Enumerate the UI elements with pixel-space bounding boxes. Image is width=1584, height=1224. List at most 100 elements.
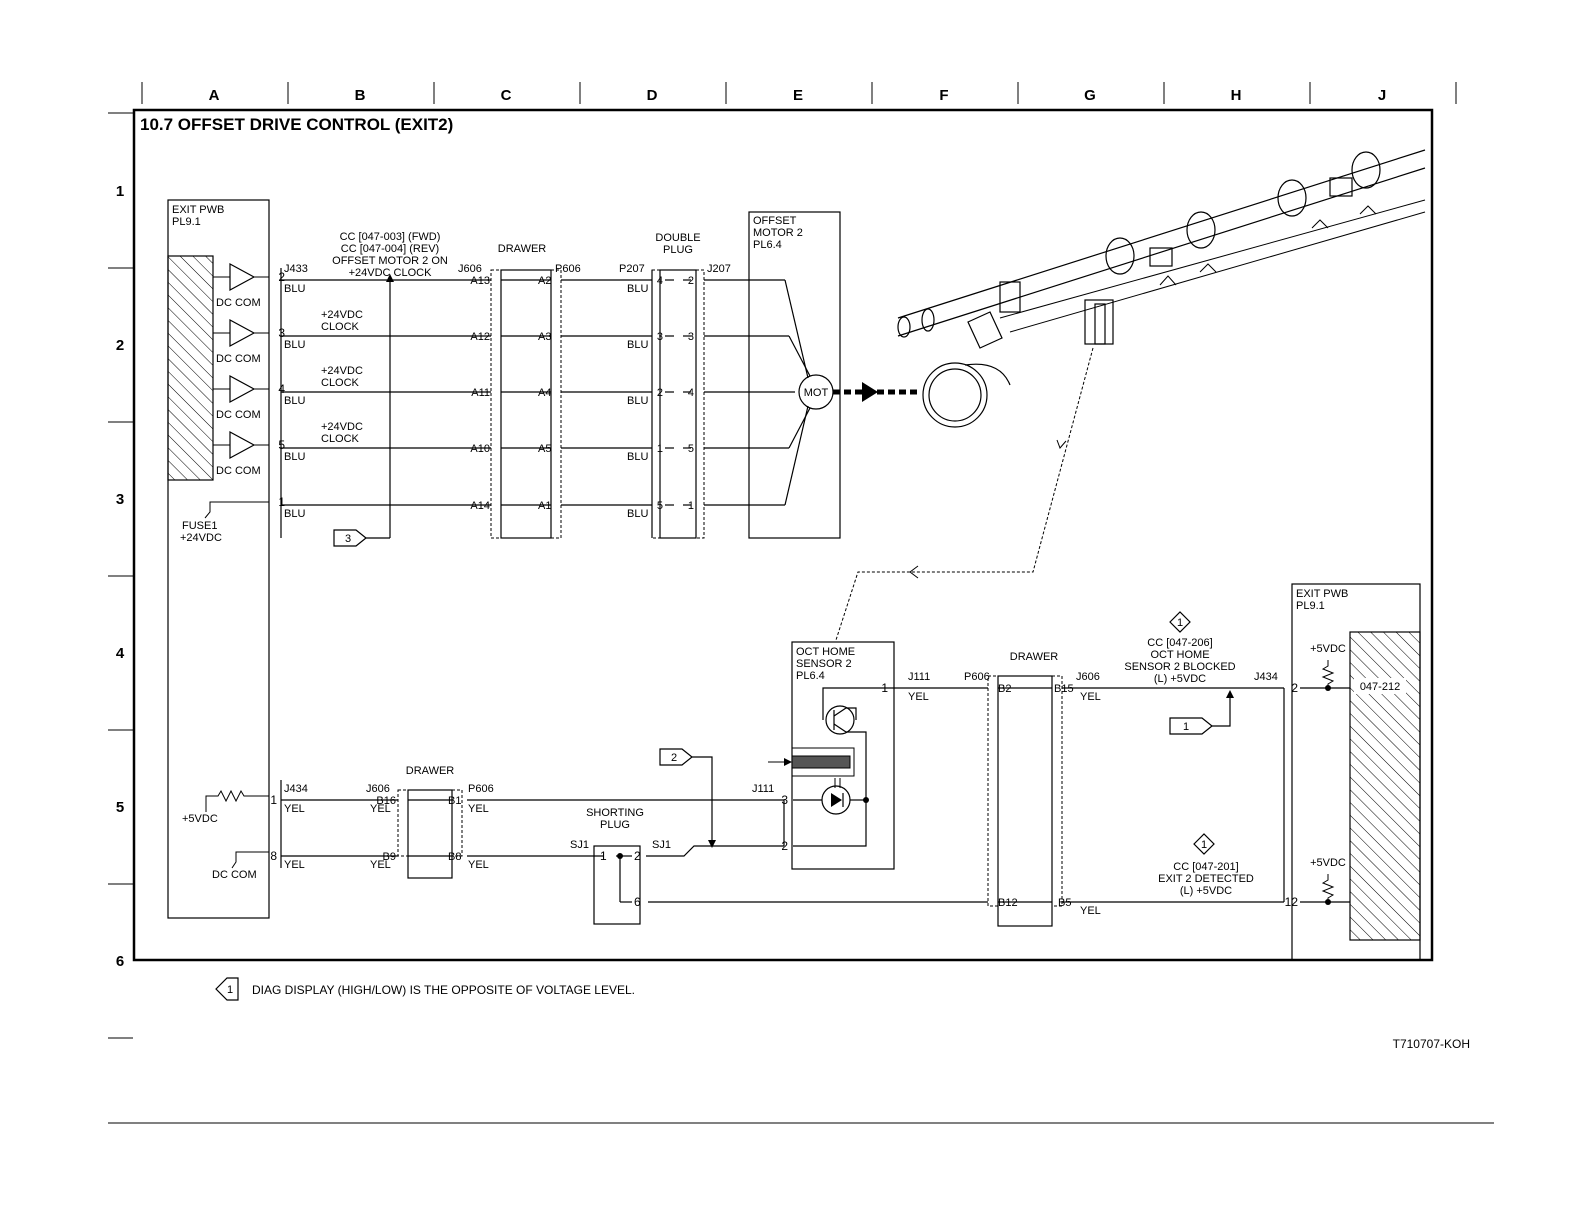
yel-9: YEL: [1080, 905, 1101, 917]
label-j111-left: J111: [752, 783, 774, 795]
clock-3-line2: CLOCK: [321, 433, 360, 445]
clock-1-line1: +24VDC: [321, 309, 363, 321]
label-j606-lower: J606: [366, 783, 390, 795]
label-drawer-top: DRAWER: [498, 243, 547, 255]
label-p207: P207: [619, 263, 645, 275]
yel-3: YEL: [468, 803, 489, 815]
label-j434-right: J434: [1254, 671, 1278, 683]
footnote-text: DIAG DISPLAY (HIGH/LOW) IS THE OPPOSITE …: [252, 983, 635, 997]
pin-dp-l1: 4: [657, 275, 663, 287]
clock-3-line1: +24VDC: [321, 421, 363, 433]
col-e: E: [793, 87, 803, 104]
pin-a12: A12: [470, 331, 490, 343]
driver-3: DC COM: [213, 374, 269, 421]
label-j111-right: J111: [908, 671, 930, 683]
yel-6: YEL: [468, 859, 489, 871]
pin-a11: A11: [471, 387, 490, 399]
pin-a2: A2: [538, 275, 551, 287]
dc-com-3: DC COM: [216, 409, 261, 421]
yel-4: YEL: [284, 859, 305, 871]
cc-206-diag-mark: 1: [1177, 617, 1183, 629]
col-d: D: [647, 87, 658, 104]
label-j606-right: J606: [1076, 671, 1100, 683]
shorting-plug-line2: PLUG: [600, 819, 630, 831]
exit-pwb-right-ref: PL9.1: [1296, 600, 1325, 612]
top-cc-line2: CC [047-004] (REV): [341, 243, 439, 255]
pin-j433-4: 4: [278, 382, 285, 396]
cc-206-line4: (L) +5VDC: [1154, 673, 1206, 685]
blu-10: BLU: [627, 508, 648, 520]
cc-206-line2: OCT HOME: [1150, 649, 1209, 661]
pin-j433-3: 3: [278, 326, 285, 340]
pin-dp-l4: 1: [657, 443, 663, 455]
yel-2: YEL: [370, 803, 391, 815]
blu-9: BLU: [627, 451, 648, 463]
row-3: 3: [116, 491, 124, 508]
label-p606-lower: P606: [468, 783, 494, 795]
cc-201-line1: CC [047-201]: [1173, 861, 1238, 873]
pin-b15: B15: [1054, 683, 1074, 695]
cc-201-diag-mark: 1: [1201, 839, 1207, 851]
pin-sensor-2: 2: [781, 839, 788, 853]
blu-6: BLU: [627, 283, 648, 295]
top-cc-line3: OFFSET MOTOR 2 ON: [332, 255, 448, 267]
blu-7: BLU: [627, 339, 648, 351]
pin-b8: B8: [448, 851, 461, 863]
fuse-volt: +24VDC: [180, 532, 222, 544]
pin-dp-r1: 2: [688, 275, 694, 287]
col-f: F: [939, 87, 948, 104]
yel-5: YEL: [370, 859, 391, 871]
label-drawer-lower: DRAWER: [406, 765, 455, 777]
offset-motor-2: OFFSET MOTOR 2 PL6.4 MOT: [748, 211, 918, 539]
pin-b12: B12: [998, 897, 1018, 909]
motor-ref: PL6.4: [753, 239, 782, 251]
pin-sp-6: 6: [634, 895, 641, 909]
yel-8: YEL: [1080, 691, 1101, 703]
page-title: 10.7 OFFSET DRIVE CONTROL (EXIT2): [140, 115, 453, 134]
pin-dp-r4: 5: [688, 443, 694, 455]
exit-pwb-left-ref: PL9.1: [172, 216, 201, 228]
figure-id: T710707-KOH: [1393, 1037, 1470, 1051]
pin-sp-1: 1: [600, 849, 607, 863]
col-c: C: [501, 87, 512, 104]
pin-j434-8: 8: [270, 849, 277, 863]
grid-header: A B C D E F G H J: [141, 82, 1457, 104]
row-4: 4: [116, 645, 125, 662]
pin-b2: B2: [998, 683, 1011, 695]
pin-dp-l3: 2: [657, 387, 663, 399]
lower-left-harness: [280, 756, 988, 925]
pin-b5: B5: [1058, 897, 1071, 909]
pin-b16: B16: [376, 795, 396, 807]
plus5-right-1: +5VDC: [1310, 643, 1346, 655]
cc-201-label: 1 CC [047-201] EXIT 2 DETECTED (L) +5VDC: [1158, 833, 1254, 897]
tag-1: 1: [1169, 717, 1213, 735]
pin-j433-5: 5: [278, 438, 285, 452]
pin-a4: A4: [538, 387, 551, 399]
label-sj1-left: SJ1: [570, 839, 589, 851]
shorting-plug-line1: SHORTING: [586, 807, 644, 819]
tag-1-label: 1: [1183, 721, 1189, 733]
top-cc-line4: +24VDC CLOCK: [349, 267, 433, 279]
clock-2-line1: +24VDC: [321, 365, 363, 377]
dc-com-4: DC COM: [216, 465, 261, 477]
row-1: 1: [116, 183, 124, 200]
exit-pwb-right: EXIT PWB PL9.1 047-212 +5VDC +5VDC: [1291, 583, 1421, 961]
row-5: 5: [116, 799, 124, 816]
diagram-frame: [132, 108, 1434, 962]
lower-right-harness: [894, 675, 1285, 927]
pin-dp-r2: 3: [688, 331, 694, 343]
pin-sensor-1: 1: [881, 681, 888, 695]
plus5-right-2: +5VDC: [1310, 857, 1346, 869]
sensor-line1: OCT HOME: [796, 646, 855, 658]
exit-pwb-left: EXIT PWB PL9.1 DC COM DC COM DC COM DC C…: [167, 199, 270, 919]
pin-j433-2: 2: [278, 270, 285, 284]
exit-pwb-left-name: EXIT PWB: [172, 204, 224, 216]
col-b: B: [355, 87, 366, 104]
clock-2-line2: CLOCK: [321, 377, 360, 389]
pin-b1: B1: [448, 795, 461, 807]
grid-rows: 1 2 3 4 5 6: [108, 112, 133, 1039]
exit-pwb-right-name: EXIT PWB: [1296, 588, 1348, 600]
label-sj1-right: SJ1: [652, 839, 671, 851]
pin-j434-1: 1: [270, 793, 277, 807]
